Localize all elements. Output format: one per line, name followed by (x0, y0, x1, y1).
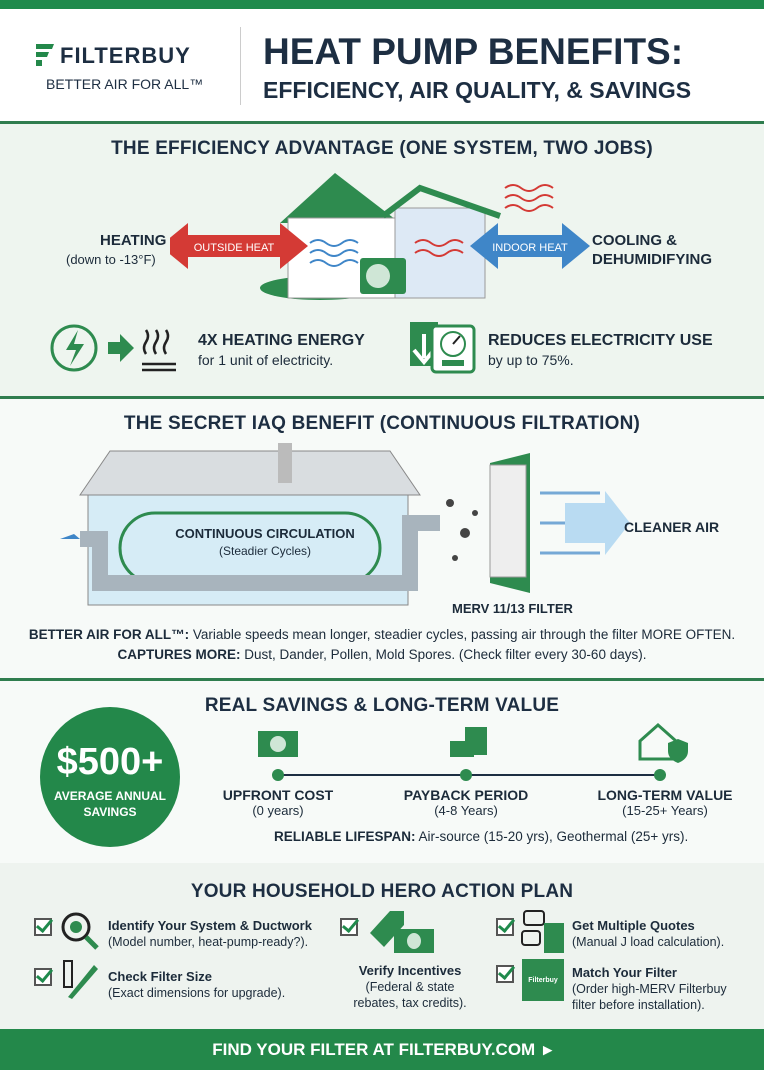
plan-item-desc: (Manual J load calculation). (572, 935, 725, 949)
cleaner-air-label: CLEANER AIR (624, 519, 720, 535)
action-plan-section: YOUR HOUSEHOLD HERO ACTION PLAN Identify… (0, 863, 764, 1029)
duct-filtration-illustration (60, 443, 630, 606)
filter-box-icon: Filterbuy (522, 959, 564, 1001)
stat-electricity: REDUCES ELECTRICITY USE (488, 332, 713, 349)
checkbox-icon (496, 965, 514, 983)
savings-label-2: SAVINGS (83, 805, 137, 819)
efficiency-section: THE EFFICIENCY ADVANTAGE (ONE SYSTEM, TW… (0, 124, 764, 396)
heating-label: HEATING (100, 232, 167, 249)
plan-item-title: Get Multiple Quotes (572, 918, 695, 933)
footer-cta-link[interactable]: FIND YOUR FILTER AT FILTERBUY.COM ▸ (0, 1029, 764, 1070)
efficiency-title: THE EFFICIENCY ADVANTAGE (ONE SYSTEM, TW… (111, 138, 653, 159)
milestone-upfront: UPFRONT COST(0 years) (218, 787, 338, 818)
savings-label-1: AVERAGE ANNUAL (53, 789, 166, 803)
lifespan-detail: Air-source (15-20 yrs), Geothermal (25+ … (415, 829, 689, 844)
magnifier-gear-icon (61, 912, 99, 950)
box-logo-text: Filterbuy (528, 976, 558, 984)
page-subtitle: EFFICIENCY, AIR QUALITY, & SAVINGS (263, 77, 692, 103)
divider (0, 678, 764, 681)
cooling-label-2: DEHUMIDIFYING (592, 251, 712, 268)
iaq-line-2: CAPTURES MORE: Dust, Dander, Pollen, Mol… (0, 647, 764, 662)
milestone-sub: (0 years) (252, 803, 304, 818)
checkbox-icon (496, 918, 514, 936)
iaq-line-2-text: Dust, Dander, Pollen, Mold Spores. (Chec… (240, 647, 647, 662)
action-plan-title: YOUR HOUSEHOLD HERO ACTION PLAN (190, 881, 574, 902)
iaq-line-1-text: Variable speeds mean longer, steadier cy… (189, 627, 736, 642)
savings-title: REAL SAVINGS & LONG-TERM VALUE (204, 695, 560, 716)
cooling-label-1: COOLING & (592, 232, 677, 249)
header-divider (240, 27, 241, 105)
milestone-title: LONG-TERM VALUE (597, 787, 733, 803)
stat-heating-energy: 4X HEATING ENERGY (198, 332, 365, 349)
iaq-line-1: BETTER AIR FOR ALL™: Variable speeds mea… (0, 627, 764, 642)
milestone-title: UPFRONT COST (222, 787, 334, 803)
iaq-line-1-bold: BETTER AIR FOR ALL™: (28, 627, 190, 642)
milestone-longterm: LONG-TERM VALUE(15-25+ Years) (590, 787, 740, 818)
brand-name: FILTERBUY (60, 43, 191, 68)
page-title: HEAT PUMP BENEFITS: (263, 31, 684, 72)
play-arrow-icon: ▸ (543, 1039, 552, 1059)
plan-item-desc: (Federal & state (365, 980, 455, 994)
outside-heat-label: OUTSIDE HEAT (194, 242, 275, 254)
energy-multiplier-icons (50, 324, 176, 372)
checkbox-icon (34, 918, 52, 936)
lifespan-bold: RELIABLE LIFESPAN: (274, 829, 416, 844)
iaq-section: THE SECRET IAQ BENEFIT (CONTINUOUS FILTR… (0, 399, 764, 679)
iaq-line-2-bold: CAPTURES MORE: (117, 647, 241, 662)
circulation-sub: (Steadier Cycles) (218, 544, 312, 558)
milestone-payback: PAYBACK PERIOD(4-8 Years) (396, 787, 536, 818)
timeline-dot (272, 769, 284, 781)
plan-item-desc: (Exact dimensions for upgrade). (108, 986, 286, 1000)
plan-item-desc: filter before installation). (572, 998, 705, 1012)
top-bar (0, 0, 764, 9)
milestone-title: PAYBACK PERIOD (403, 787, 529, 803)
brand-tagline: BETTER AIR FOR ALL™ (46, 76, 204, 92)
filter-label: MERV 11/13 FILTER (452, 601, 573, 616)
electricity-meter-icon (410, 322, 476, 374)
checkbox-icon (340, 918, 358, 936)
iaq-title: THE SECRET IAQ BENEFIT (CONTINUOUS FILTR… (123, 413, 641, 434)
price-tag-money-icon (370, 911, 434, 953)
footer-cta-text: FIND YOUR FILTER AT FILTERBUY.COM (212, 1039, 536, 1059)
plan-item-title: Verify Incentives (358, 963, 462, 978)
heating-sublabel: (down to -13°F) (66, 252, 156, 267)
timeline-dot (460, 769, 472, 781)
plan-item-title: Match Your Filter (572, 965, 677, 980)
plan-item-title: Identify Your System & Ductwork (108, 918, 312, 933)
ruler-icon (63, 960, 98, 999)
header: FILTERBUY BETTER AIR FOR ALL™ HEAT PUMP … (0, 9, 764, 121)
plan-item-desc: rebates, tax credits). (353, 996, 467, 1010)
plan-item-desc: (Order high-MERV Filterbuy (572, 982, 727, 996)
indoor-heat-label: INDOOR HEAT (492, 242, 568, 254)
plan-item-title: Check Filter Size (108, 969, 213, 984)
checkbox-icon (34, 968, 52, 986)
filterbuy-logo-icon (36, 44, 54, 66)
stat-heating-energy-desc: for 1 unit of electricity. (198, 352, 334, 368)
savings-section: REAL SAVINGS & LONG-TERM VALUE $500+ AVE… (0, 681, 764, 863)
divider (0, 121, 764, 124)
divider (0, 396, 764, 399)
plan-item-desc: (Model number, heat-pump-ready?). (108, 935, 309, 949)
house-heat-pump-illustration: OUTSIDE HEAT INDOOR HEAT (170, 173, 590, 300)
timeline-dot (654, 769, 666, 781)
stat-electricity-desc: by up to 75%. (488, 352, 574, 368)
milestone-sub: (4-8 Years) (434, 803, 498, 818)
timeline-graphic (258, 722, 688, 781)
milestone-sub: (15-25+ Years) (622, 803, 708, 818)
circulation-title: CONTINUOUS CIRCULATION (175, 526, 355, 541)
savings-amount: $500+ (56, 741, 164, 783)
quotes-calculator-icon (521, 910, 564, 953)
lifespan-text: RELIABLE LIFESPAN: Air-source (15-20 yrs… (274, 829, 688, 844)
savings-badge: $500+ AVERAGE ANNUAL SAVINGS (40, 707, 180, 847)
